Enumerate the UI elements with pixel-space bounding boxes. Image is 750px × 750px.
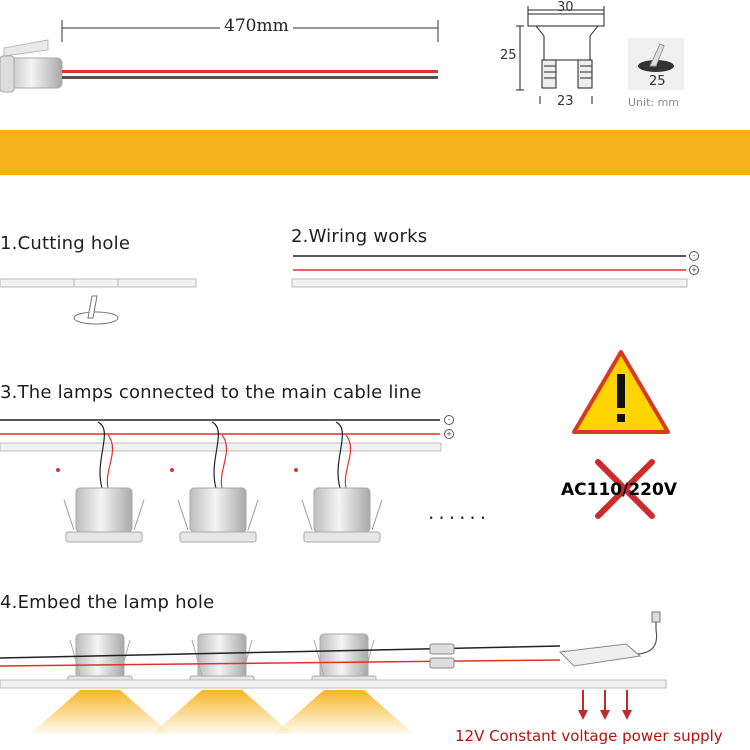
negative-marker: - [689,251,699,261]
lamp-icon [170,421,259,543]
hole-size: 25 [649,74,666,89]
product-lamp [0,39,438,93]
negative-marker: - [444,415,454,425]
lamp-icon [294,421,383,543]
dim-top: 30 [557,0,574,15]
wiring-lines [291,255,688,288]
step-3-title: 3.The lamps connected to the main cable … [0,382,422,403]
ceiling-board-1 [0,278,197,325]
positive-marker: + [689,265,699,275]
main-cable [0,419,442,452]
connectors [429,643,455,669]
technical-drawing [516,6,605,104]
continuation-dots: ...... [428,500,491,524]
voltage-warning-label: AC110/220V [561,480,677,500]
cross-icon [595,459,655,519]
positive-marker: + [444,429,454,439]
lamp-icon [56,421,145,543]
cable-length-label: 470mm [220,16,293,36]
dim-bottom: 23 [557,94,574,109]
dim-side: 25 [500,48,517,63]
ceiling-board-4 [0,645,667,689]
red-wire [62,70,438,73]
accent-band [0,130,750,175]
hole-icon [628,38,684,90]
down-arrows [578,690,632,720]
step-4-title: 4.Embed the lamp hole [0,592,215,613]
step-1-title: 1.Cutting hole [0,233,131,254]
unit-note: Unit: mm [628,96,680,109]
step-2-title: 2.Wiring works [291,226,428,247]
driver-icon [558,611,661,667]
black-wire [62,76,438,79]
power-supply-label: 12V Constant voltage power supply [455,727,723,745]
warning-triangle-icon [572,350,670,434]
